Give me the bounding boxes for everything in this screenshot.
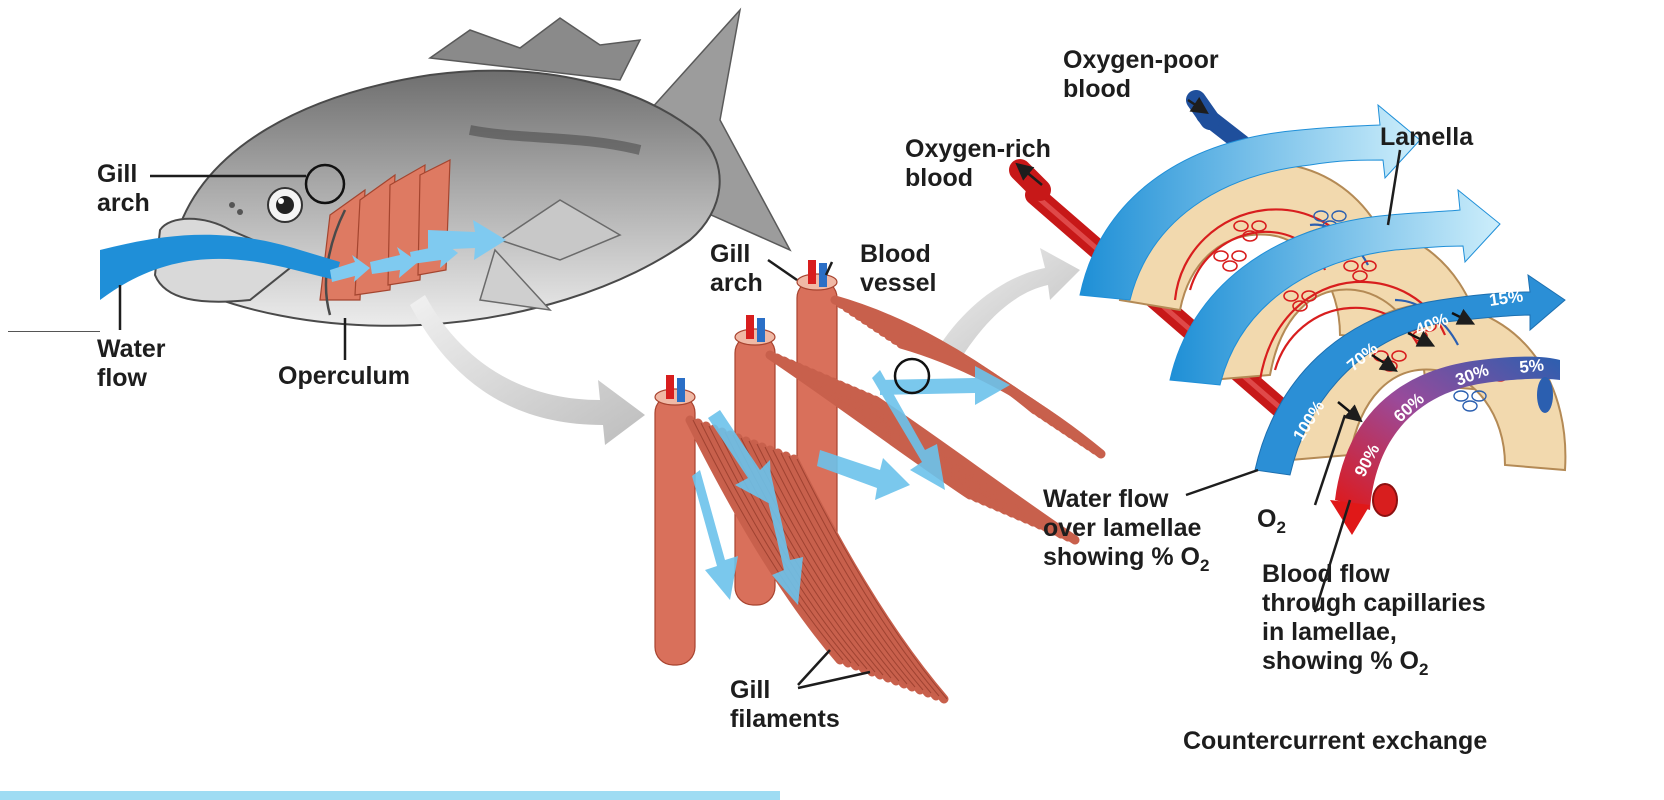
label-blood-flow-subscript: 2 <box>1419 660 1428 679</box>
blood-percent-3: 5% <box>1518 356 1544 377</box>
label-gill-arch-filaments: Gill arch <box>710 240 763 298</box>
label-oxygen-rich-blood: Oxygen-rich blood <box>905 135 1051 193</box>
label-water-flow-lamellae-subscript: 2 <box>1200 556 1209 575</box>
label-water-flow-lamellae-text: Water flow over lamellae showing % O <box>1043 485 1201 571</box>
label-gill-filaments: Gill filaments <box>730 676 840 734</box>
label-blood-vessel: Blood vessel <box>860 240 936 298</box>
lamellae-illustration: 100%70%40%15%90%60%30%5% <box>1020 100 1565 535</box>
bottom-strip <box>0 791 780 800</box>
margin-rule <box>8 331 100 332</box>
label-water-flow: Water flow <box>97 335 166 393</box>
label-oxygen-poor-blood: Oxygen-poor blood <box>1063 46 1219 104</box>
label-countercurrent-exchange: Countercurrent exchange <box>1183 727 1487 756</box>
label-operculum: Operculum <box>278 362 410 391</box>
label-lamella: Lamella <box>1380 123 1473 152</box>
label-blood-flow: Blood flow through capillaries in lamell… <box>1262 560 1486 684</box>
label-o2: O2 <box>1257 505 1286 542</box>
fish-illustration <box>155 10 790 326</box>
label-blood-flow-text: Blood flow through capillaries in lamell… <box>1262 560 1486 675</box>
gill-filaments-illustration <box>655 260 1101 699</box>
label-o2-subscript: 2 <box>1276 518 1285 537</box>
label-water-flow-lamellae: Water flow over lamellae showing % O2 <box>1043 485 1209 580</box>
label-o2-text: O <box>1257 505 1276 533</box>
transition-arrow-2 <box>940 248 1080 360</box>
label-gill-arch-fish: Gill arch <box>97 160 150 218</box>
